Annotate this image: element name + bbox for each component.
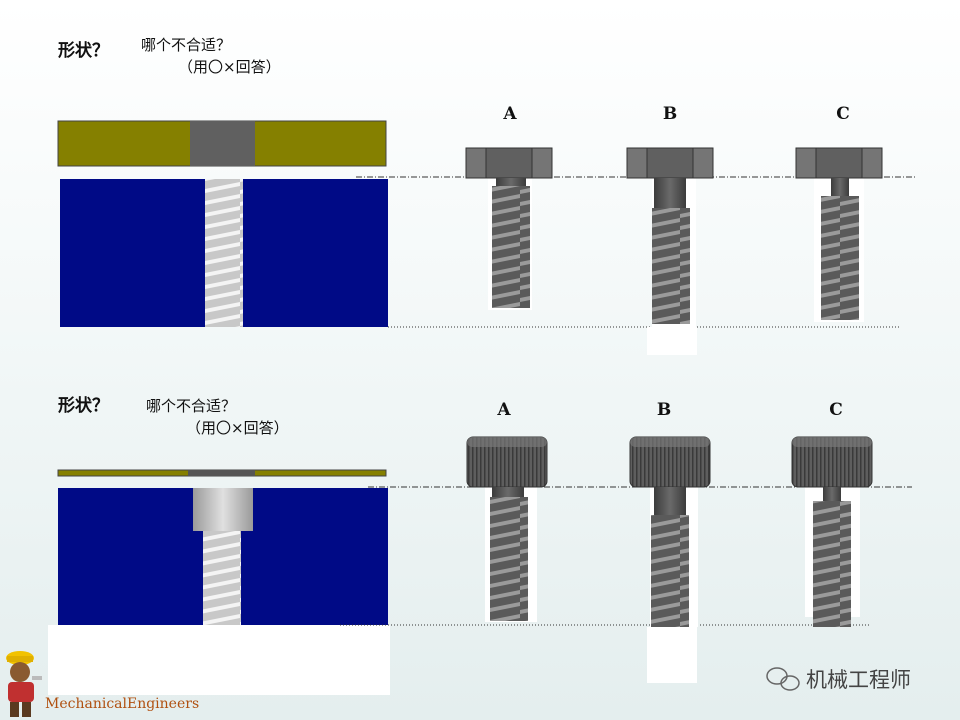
section1-screw-a [465,147,553,310]
clearance-area [48,625,390,695]
engineer-mascot [6,651,42,717]
section2-question: 哪个不合适？ [146,397,237,415]
section1-question: 哪个不合适？ [141,36,232,54]
watermark-text: 机械工程师 [806,668,911,692]
section1-option-a: A [503,104,517,124]
section1-screw-c [795,147,883,322]
section1-option-c: C [836,104,850,124]
section2-option-b: B [656,400,672,420]
section1-option-b: B [662,104,678,124]
section1-assembly [57,120,388,327]
brand-text: MechanicalEngineers [45,696,200,712]
section2-option-a: A [497,400,511,420]
section2-hint: （用〇×回答） [186,419,289,437]
plate-hole [190,121,255,166]
section2-option-c: C [829,400,843,420]
section2-heading: 形状？ [58,396,109,416]
section1-hint: （用〇×回答） [178,58,281,76]
section2-screw-a [466,436,548,622]
counterbore [193,488,253,531]
section2-screw-c [791,436,873,627]
section1-screw-b [626,147,714,355]
tapped-hole-thread [205,179,243,327]
section1-heading: 形状？ [58,41,109,61]
wechat-icon [766,667,800,691]
section2-screw-b [629,436,711,683]
section2-assembly [48,469,390,695]
tapped-hole-thread [203,531,241,625]
